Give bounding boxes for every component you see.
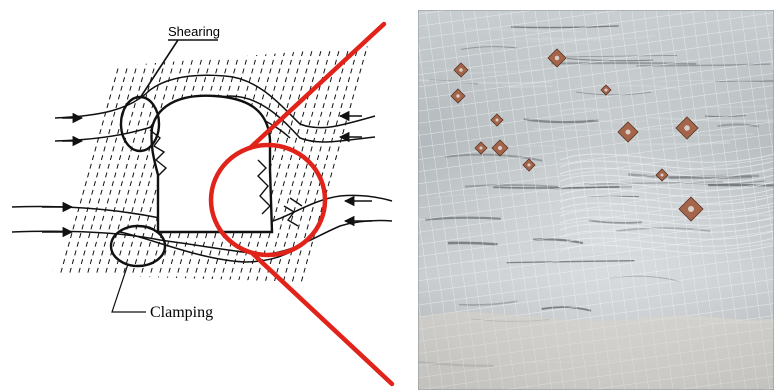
bolt-head [528, 164, 531, 167]
bolt-head [496, 119, 499, 122]
clamping-label: Clamping [150, 304, 213, 321]
rock-debris [418, 312, 774, 390]
bolt-head [605, 89, 608, 92]
bolt-head [555, 56, 560, 61]
bolt-head [456, 94, 460, 98]
bolt-head [498, 146, 502, 150]
bolt-head [626, 130, 631, 135]
bolt-head [684, 125, 690, 131]
clamping-leader-line [112, 264, 146, 312]
tunnel-wall-photo [418, 10, 776, 390]
zoom-line-bottom [252, 253, 392, 384]
shearing-label: Shearing [168, 24, 220, 39]
bolt-head [688, 206, 694, 212]
bolt-head [480, 147, 483, 150]
bolt-head [459, 68, 463, 72]
bolt-head [661, 174, 664, 177]
clamping-ellipse [111, 226, 165, 266]
